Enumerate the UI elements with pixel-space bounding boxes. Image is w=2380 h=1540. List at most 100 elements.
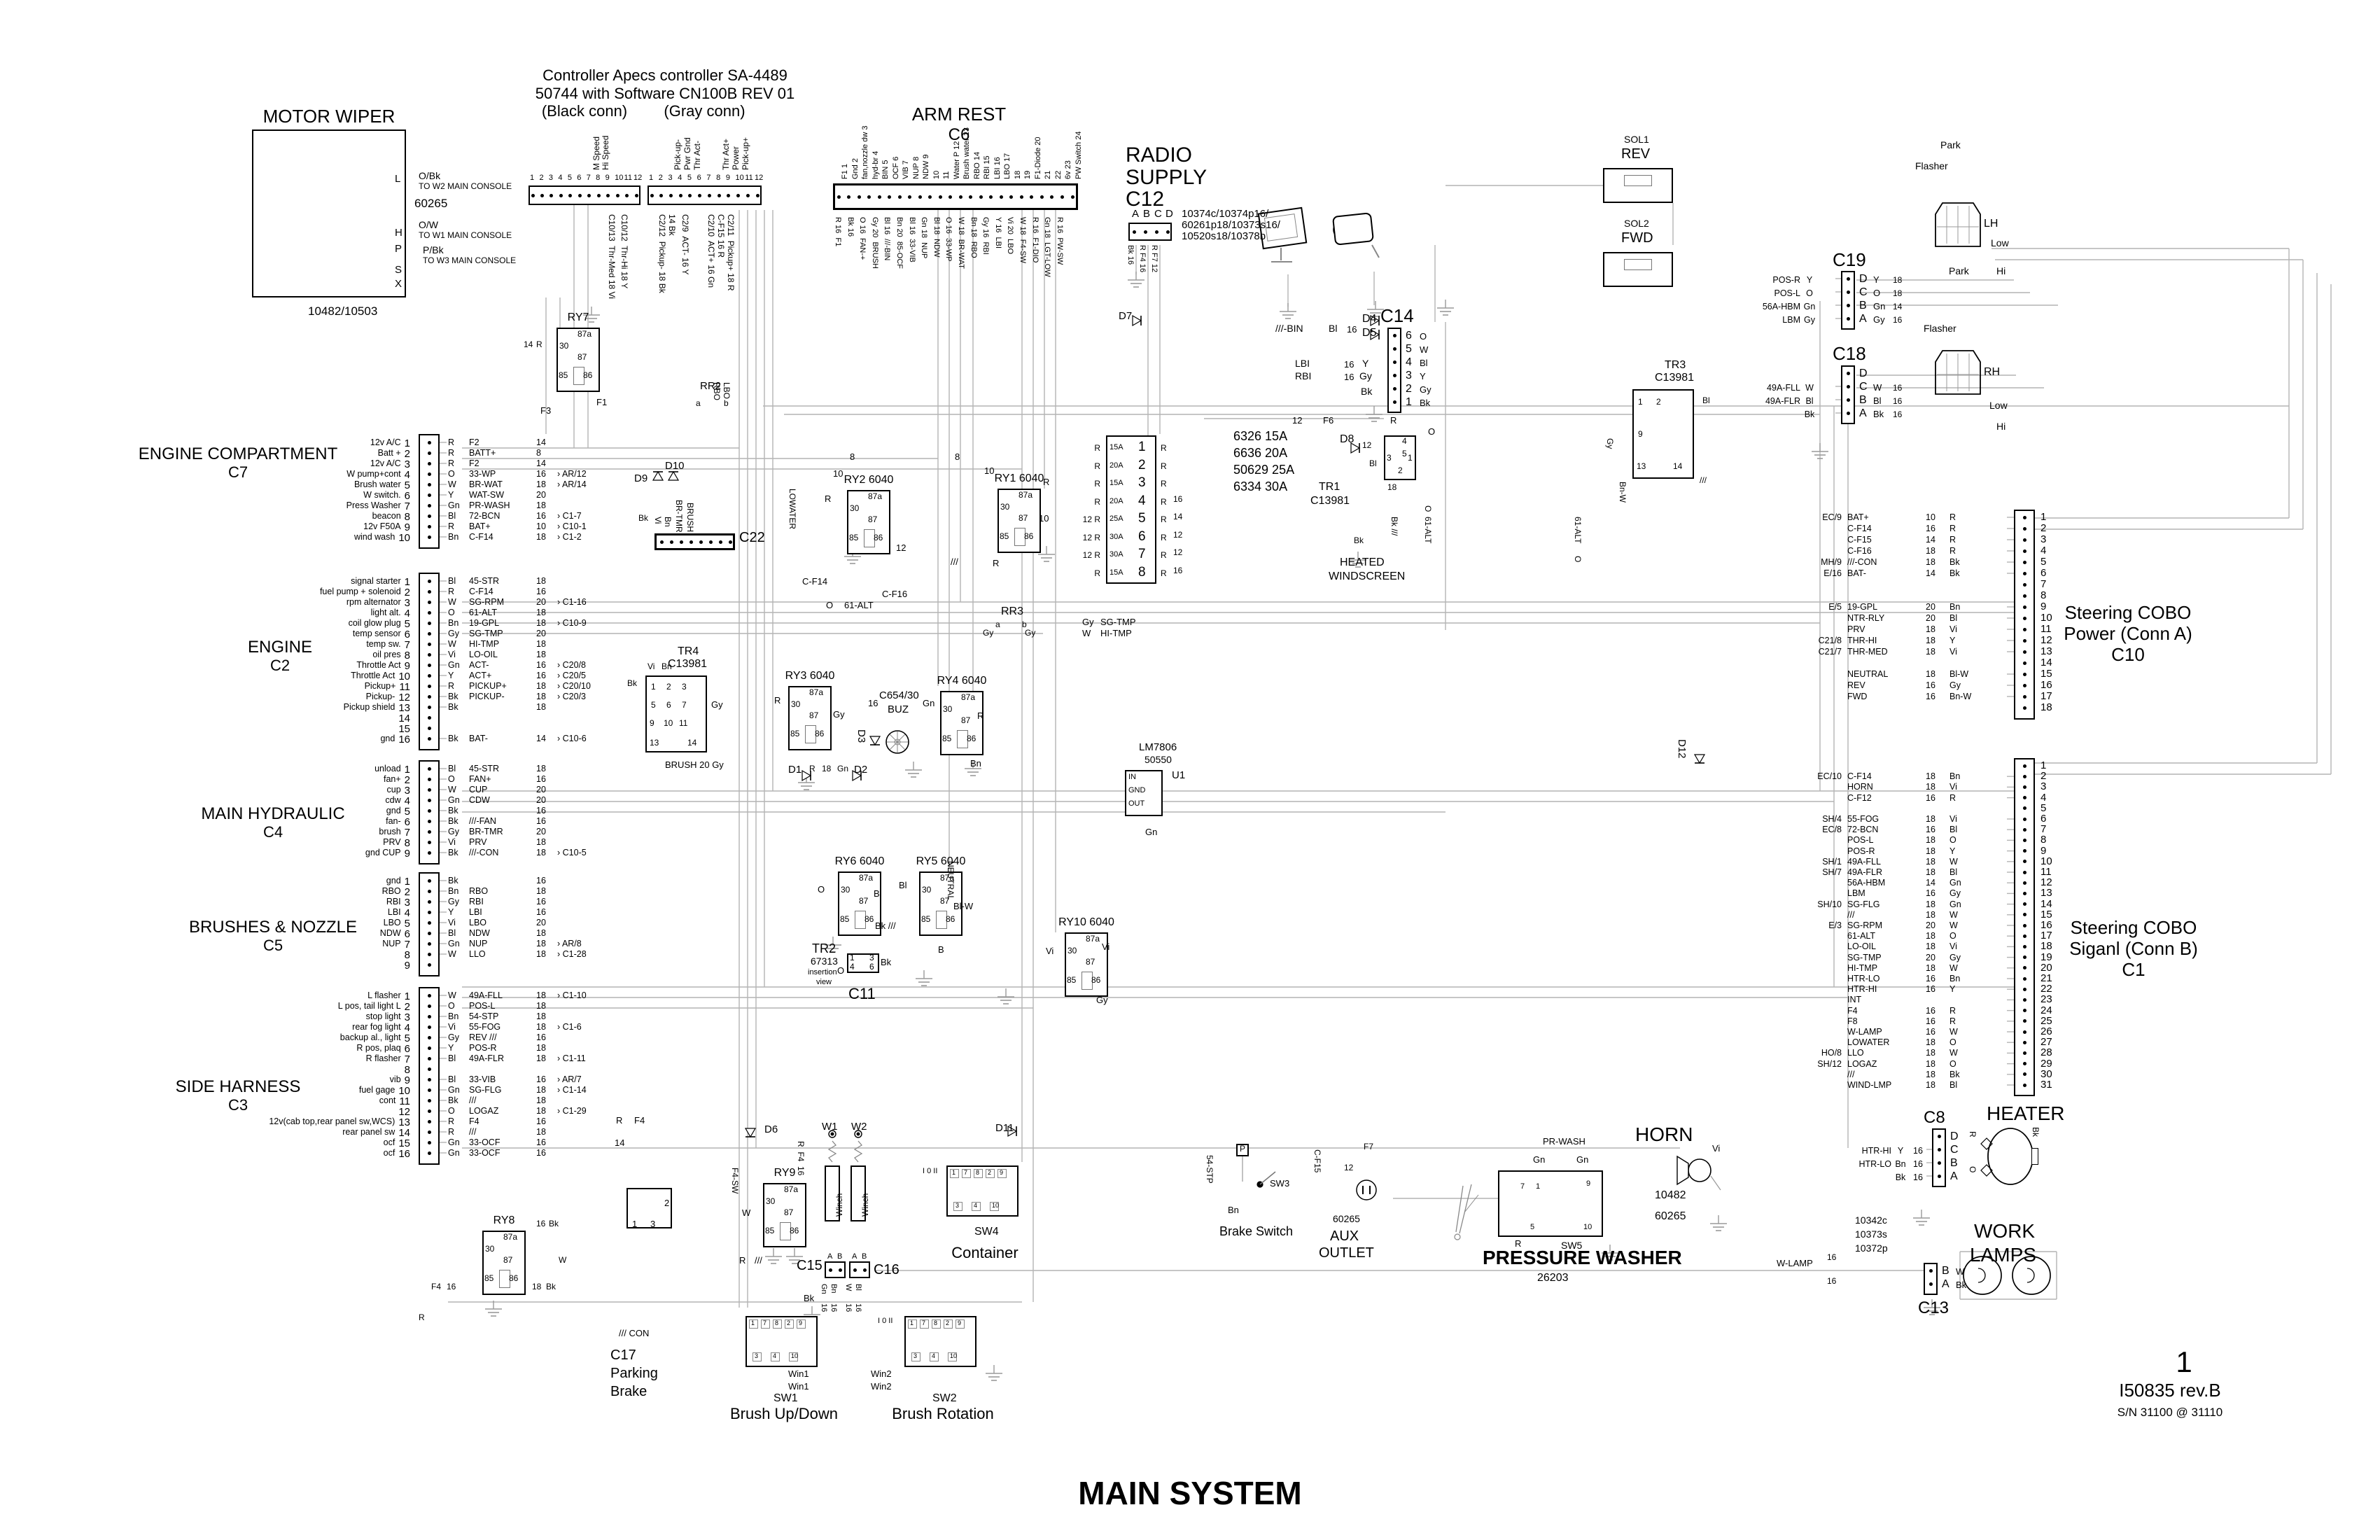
wire-label: 2 <box>787 1320 791 1326</box>
wire-label: D1 <box>788 764 802 776</box>
pin-number: 9 <box>2040 844 2047 857</box>
wire-label: D6 <box>764 1124 778 1135</box>
wire-label: 7 <box>964 1169 968 1176</box>
pin-name: M Speed <box>591 136 601 170</box>
wire-label: 18 <box>532 1282 542 1292</box>
wire-label: 9 <box>799 1320 803 1326</box>
connector-C17 <box>626 1188 672 1228</box>
wire-label: Park <box>1940 139 1961 150</box>
wire-label: 10 <box>1583 1223 1592 1231</box>
pin-dot <box>958 195 962 199</box>
pin-number: 5 <box>2040 802 2047 814</box>
pin-dot <box>1392 346 1396 351</box>
wire-spec: Y 16 LBI <box>993 217 1002 249</box>
pin-number: 9 <box>2040 601 2047 612</box>
pin-dot <box>427 878 431 883</box>
pin-dot <box>2022 891 2026 895</box>
pin-number: 14 <box>2040 897 2052 910</box>
pin-dot <box>2022 944 2026 948</box>
wire-label: U1 <box>1172 769 1186 781</box>
switch-terminal <box>955 1320 965 1329</box>
pin-color: Bk <box>1873 409 1884 419</box>
wire-spec: O 16 FAN-+ <box>858 217 867 260</box>
relay-title-RY1: RY1 6040 <box>994 472 1044 484</box>
wire-label: Gy <box>983 628 994 638</box>
wire-label: SG-TMP <box>1100 617 1136 627</box>
wire-label: O 61-ALT <box>1423 505 1433 544</box>
wire-label: 8 <box>934 1320 938 1326</box>
pin-dot <box>427 440 431 444</box>
pin-number: 20 <box>2040 961 2052 974</box>
connector-C13 <box>1924 1263 1938 1295</box>
wire-label: 12 <box>1292 415 1303 426</box>
wire-label: 87 <box>809 710 819 720</box>
wire-spec: R F7 12 <box>1150 245 1158 273</box>
wire-label: Vi <box>1712 1143 1721 1154</box>
wire-label: 87 <box>859 896 869 906</box>
pin-number: 5 <box>567 174 572 182</box>
pin-dot <box>427 1046 431 1050</box>
pin-name: Hi Speed <box>601 135 611 170</box>
wire-label: RBI <box>1295 370 1312 382</box>
pin-dot <box>888 195 892 199</box>
wire-label: Flasher <box>1915 160 1948 172</box>
wire-label: F4 <box>431 1282 442 1292</box>
wire-label: RR2 <box>700 380 722 392</box>
pin-function-label: 9 <box>404 960 410 972</box>
wire-label: 85 <box>849 533 859 542</box>
pin-dot <box>427 889 431 893</box>
wire-spec: Bk <box>1804 410 1815 419</box>
component-U1 <box>1125 770 1163 816</box>
pin-number: 11 <box>679 718 688 728</box>
pin-name: RBI 15 <box>983 155 992 179</box>
wire-label: 85 <box>765 1226 775 1236</box>
pin-number: 9 <box>1638 429 1643 439</box>
pin-dot <box>698 193 702 197</box>
fuse-part-number: 50629 25A <box>1233 463 1295 477</box>
switch-id: SW1 <box>774 1392 798 1404</box>
pin-number: 6 <box>869 962 874 972</box>
wire-label: F7 <box>1364 1142 1374 1152</box>
pin-number: 1 <box>2040 760 2047 771</box>
pin-dot <box>1846 276 1850 281</box>
wire-label: R <box>1043 477 1050 487</box>
pin-gauge: 18 <box>1893 275 1903 285</box>
pin-dot <box>755 193 760 197</box>
pin-dot <box>989 195 993 199</box>
wire-label: b <box>724 398 729 408</box>
switch-terminal <box>932 1320 941 1329</box>
pin-dot <box>427 1088 431 1092</box>
wire-label: HI-TMP <box>1100 628 1132 638</box>
pin-dot <box>1132 230 1136 234</box>
pin-dot <box>746 193 750 197</box>
pin-dot <box>427 493 431 497</box>
wire-label: Hi <box>1996 421 2006 432</box>
motor-pin-X: X <box>395 278 402 290</box>
switch-terminal <box>986 1169 995 1178</box>
pin-dot <box>2022 638 2026 643</box>
wire-label: Bn <box>662 662 672 671</box>
wire-label: C-F15 <box>1312 1149 1322 1173</box>
switch-terminal <box>962 1169 971 1178</box>
pin-dot <box>2022 538 2026 542</box>
pin-name: 18 <box>1013 170 1022 179</box>
section-title-C10: C10 <box>2111 644 2145 665</box>
component-TR2 <box>847 953 879 973</box>
pin-number: 13 <box>650 738 659 748</box>
pin-dot <box>2022 870 2026 874</box>
pin-dot <box>1070 195 1074 199</box>
